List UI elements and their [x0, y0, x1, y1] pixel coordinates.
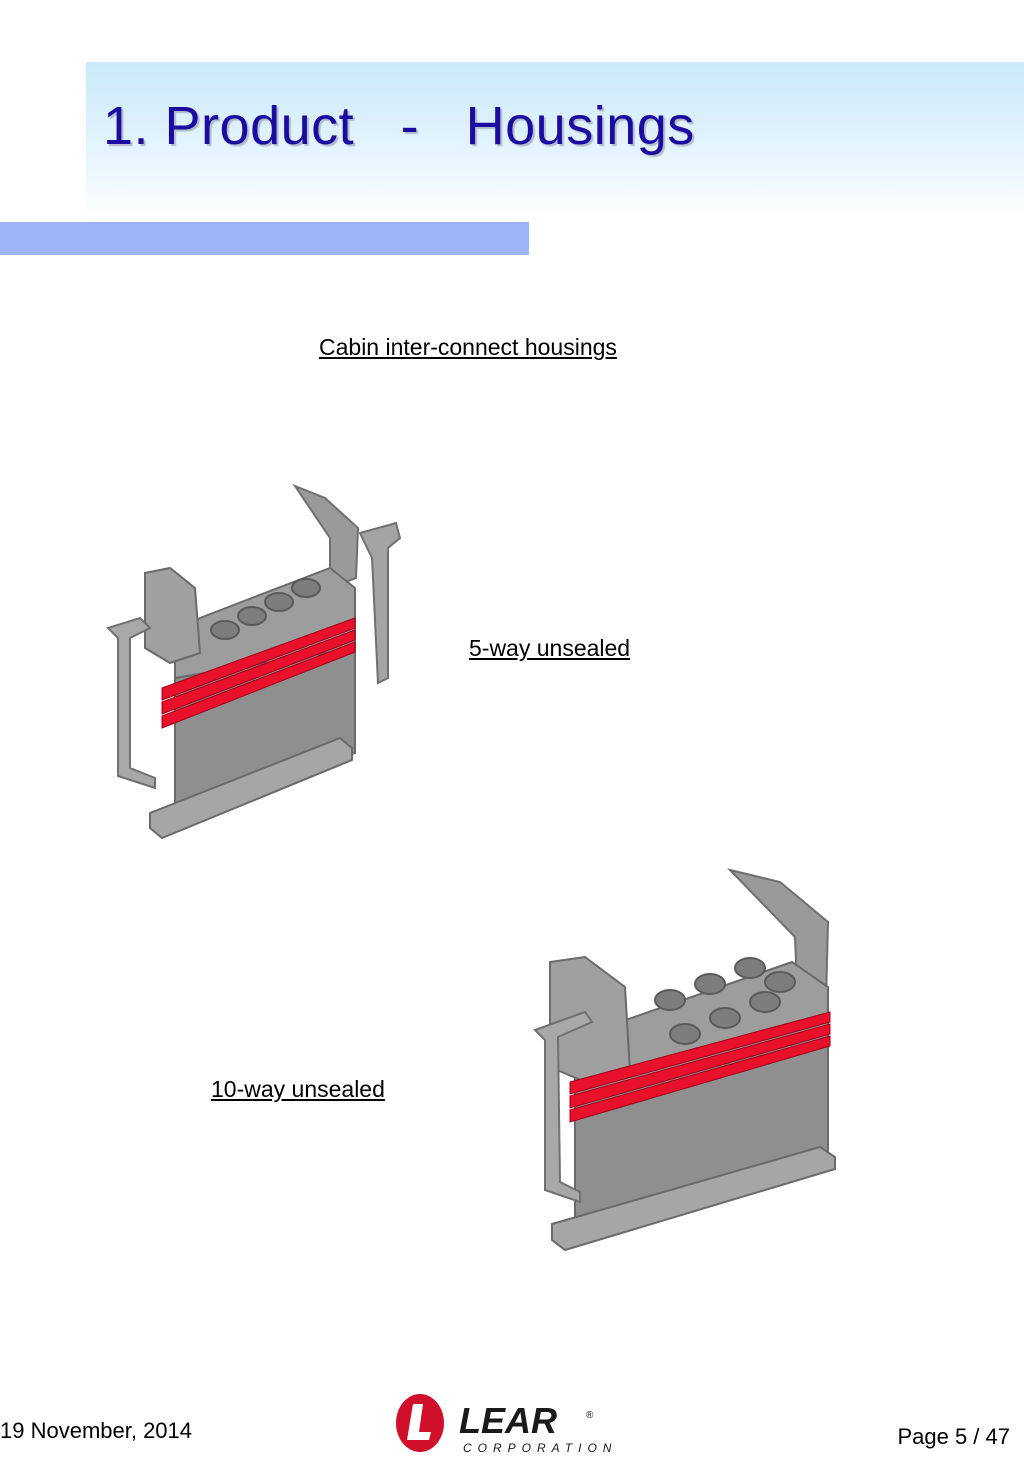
title-band — [86, 62, 1024, 220]
logo-wordmark: LEAR — [459, 1400, 557, 1441]
logo-registered-mark: ® — [586, 1410, 594, 1421]
lear-corporation-logo: LEAR ® CORPORATION — [396, 1394, 617, 1455]
housing-10way-image — [533, 868, 836, 1252]
housing-5way-image — [106, 483, 402, 840]
logo-tagline: CORPORATION — [463, 1441, 617, 1455]
section-subtitle: Cabin inter-connect housings — [319, 334, 617, 360]
footer-date: 19 November, 2014 — [0, 1418, 193, 1443]
housing-5way-label: 5-way unsealed — [469, 635, 631, 661]
page-number: Page 5 / 47 — [897, 1424, 1010, 1449]
page-title: 1. Product - Housings — [103, 96, 695, 156]
accent-bar — [0, 222, 529, 255]
housing-10way-label: 10-way unsealed — [211, 1076, 385, 1102]
